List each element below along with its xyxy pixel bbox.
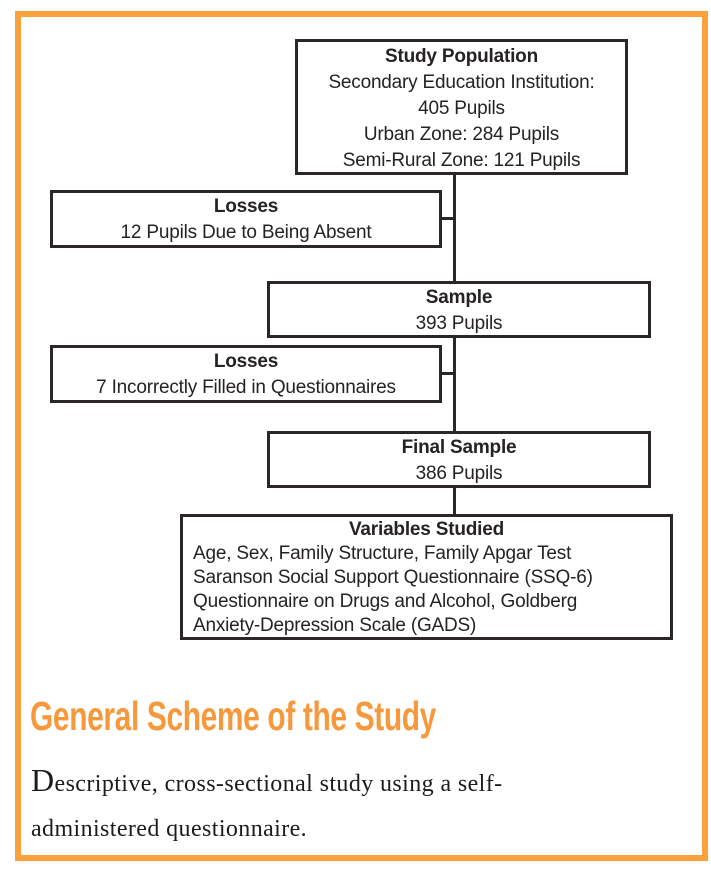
connector-losses1-stub-line (441, 217, 453, 220)
figure-caption-text: escriptive, cross-sectional study using … (54, 771, 503, 797)
connector-study-to-sample-line (453, 174, 456, 282)
variables-studied-line: Questionnaire on Drugs and Alcohol, Gold… (193, 591, 578, 612)
connector-sample-to-final-line (453, 337, 456, 432)
final-sample-title: Final Sample (401, 437, 517, 458)
variables-studied-title: Variables Studied (349, 519, 504, 540)
losses-questionnaires-box: Losses 7 Incorrectly Filled in Questionn… (50, 345, 442, 403)
figure-caption-line: administered questionnaire. (31, 816, 308, 842)
connector-losses2-stub-line (441, 372, 453, 375)
figure-caption-initial: D (31, 762, 55, 798)
study-population-line: Secondary Education Institution: (328, 72, 595, 93)
losses-questionnaires-line: 7 Incorrectly Filled in Questionnaires (96, 377, 396, 398)
study-population-line: 405 Pupils (418, 98, 505, 119)
losses-absent-line: 12 Pupils Due to Being Absent (120, 222, 372, 243)
figure-heading: General Scheme of the Study (30, 693, 436, 739)
sample-line: 393 Pupils (415, 313, 503, 334)
losses-absent-box: Losses 12 Pupils Due to Being Absent (50, 190, 442, 248)
study-population-title: Study Population (384, 46, 538, 67)
figure-border-frame (15, 11, 708, 861)
figure-caption-line: Descriptive, cross-sectional study using… (31, 758, 631, 807)
connector-final-to-variables-line (453, 487, 456, 515)
study-population-box: Study Population Secondary Education Ins… (295, 39, 628, 175)
figure-caption: Descriptive, cross-sectional study using… (31, 758, 631, 852)
losses-questionnaires-title: Losses (213, 351, 279, 372)
variables-studied-line: Saranson Social Support Questionnaire (S… (193, 567, 593, 588)
losses-absent-title: Losses (213, 196, 279, 217)
sample-title: Sample (425, 287, 493, 308)
final-sample-line: 386 Pupils (415, 463, 503, 484)
final-sample-box: Final Sample 386 Pupils (267, 431, 651, 488)
study-population-line: Urban Zone: 284 Pupils (363, 124, 560, 145)
variables-studied-box: Variables Studied Age, Sex, Family Struc… (180, 514, 673, 640)
study-population-line: Semi-Rural Zone: 121 Pupils (342, 150, 581, 171)
variables-studied-line: Anxiety-Depression Scale (GADS) (193, 615, 477, 636)
sample-box: Sample 393 Pupils (267, 281, 651, 338)
variables-studied-line: Age, Sex, Family Structure, Family Apgar… (193, 543, 572, 564)
